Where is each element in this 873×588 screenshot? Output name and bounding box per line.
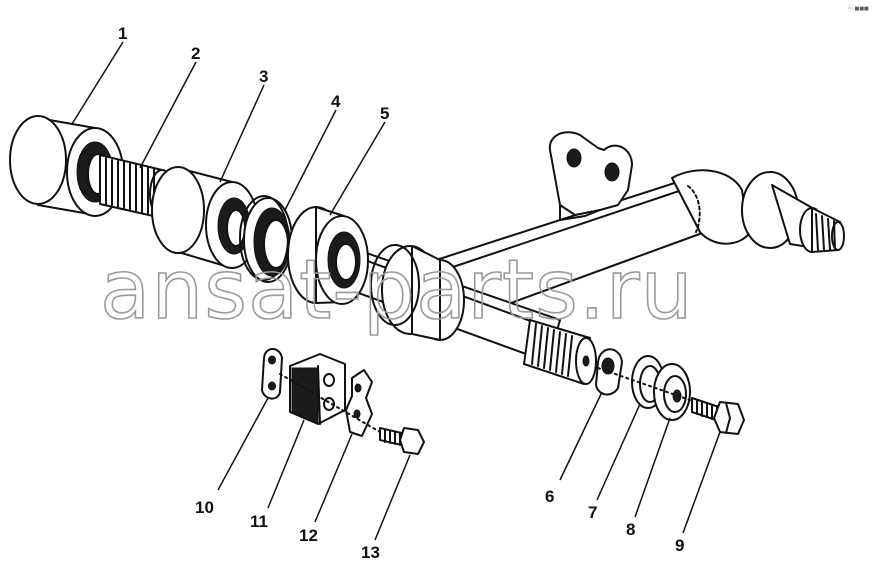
part-12-plate <box>345 369 373 437</box>
part-3-bush <box>151 166 259 269</box>
part-1-bush <box>9 115 124 217</box>
part-13-bolt <box>379 427 425 455</box>
callout-7: 7 <box>588 503 597 522</box>
callout-12: 12 <box>299 526 318 545</box>
axle-beam <box>429 131 845 319</box>
callout-labels: 1 2 3 4 5 6 7 8 9 10 11 12 13 <box>118 24 684 562</box>
callout-2: 2 <box>191 44 200 63</box>
callout-10: 10 <box>195 498 214 517</box>
callout-4: 4 <box>331 92 341 111</box>
part-9-bolt <box>691 397 745 435</box>
callout-6: 6 <box>545 487 554 506</box>
part-10-gasket <box>261 348 283 400</box>
callout-8: 8 <box>626 520 635 539</box>
leader-lines <box>71 41 721 541</box>
watermark: ansat-parts.ru <box>100 243 694 338</box>
part-4-seal-ring <box>239 195 293 283</box>
callout-5: 5 <box>380 104 389 123</box>
callout-9: 9 <box>675 536 684 555</box>
callout-3: 3 <box>259 67 268 86</box>
part-5-threaded-bush <box>287 206 369 305</box>
corner-mark: ⓒ ■■■ <box>848 5 869 12</box>
callout-11: 11 <box>250 512 268 531</box>
part-11-clamp-block <box>289 353 346 425</box>
callout-13: 13 <box>361 543 380 562</box>
part-8-cup-washer <box>653 363 691 421</box>
callout-1: 1 <box>118 24 127 43</box>
